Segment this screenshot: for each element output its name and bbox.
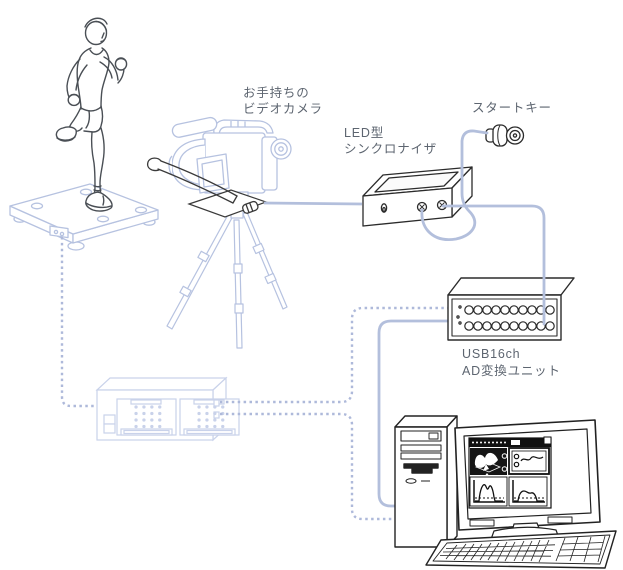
svg-text:スタートキー: スタートキー — [472, 101, 552, 115]
amp-ad-cable — [220, 306, 448, 404]
led-arm — [146, 157, 259, 214]
runner-figure — [55, 17, 128, 212]
tripod — [166, 205, 288, 349]
start-key — [485, 124, 525, 147]
keyboard-key-grid — [439, 535, 606, 563]
window-title-bar — [469, 438, 551, 447]
camera-label-line2: ビデオカメラ — [243, 101, 323, 116]
start-key-label: スタートキー — [472, 101, 552, 115]
start-key-cable — [420, 129, 489, 242]
force-plate-connector — [49, 225, 69, 239]
camera-label: お手持ちの ビデオカメラ — [243, 85, 323, 116]
amp-pc-cable — [220, 412, 396, 521]
ad-unit-label-line2: AD変換ユニット — [462, 363, 561, 378]
ad-unit-label: USB16ch AD変換ユニット — [462, 347, 561, 378]
computer-tower — [394, 415, 458, 548]
synchronizer-label-line1: LED型 — [344, 126, 384, 140]
camera-sync-cable — [263, 201, 363, 206]
sync-ad-cable — [441, 204, 546, 326]
synchronizer-label-line2: シンクロナイザ — [344, 142, 437, 156]
led-synchronizer — [362, 166, 473, 227]
amplifier-unit — [95, 376, 240, 442]
ad-converter-unit — [447, 277, 575, 341]
plate-amp-cable — [60, 237, 96, 408]
force-plate — [9, 183, 159, 251]
signal-panel — [508, 447, 550, 475]
camera-label-line1: お手持ちの — [243, 85, 310, 100]
monitor-screen-window — [468, 436, 552, 509]
video-panel — [470, 448, 508, 477]
ad-pc-cable — [377, 319, 448, 508]
ad-unit-label-line1: USB16ch — [462, 347, 520, 361]
force-graph-left — [469, 476, 508, 507]
synchronizer-label: LED型 シンクロナイザ — [344, 126, 437, 156]
force-graph-right — [508, 476, 548, 507]
keyboard — [425, 530, 617, 569]
